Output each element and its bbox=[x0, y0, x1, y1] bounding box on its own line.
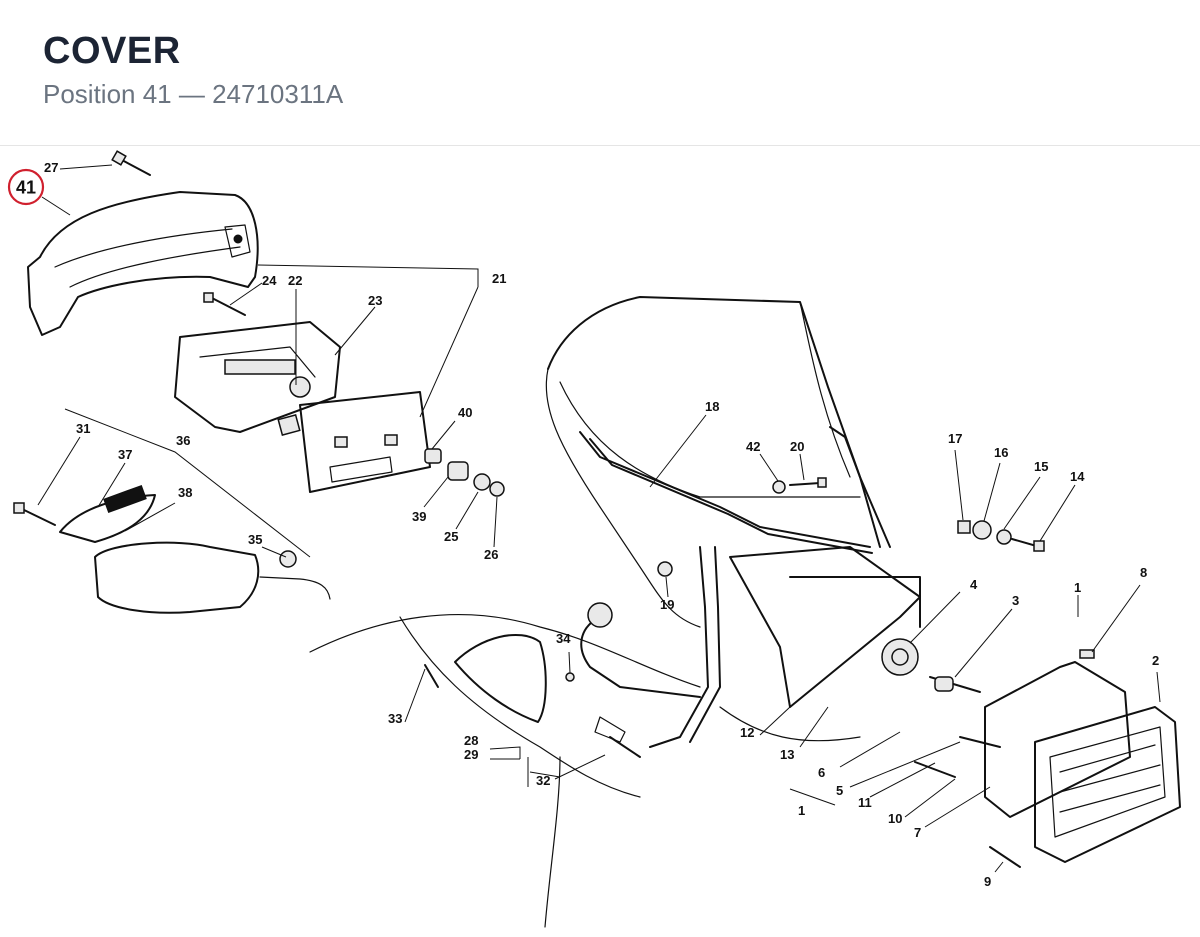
callout-16: 16 bbox=[994, 445, 1008, 460]
callout-22: 22 bbox=[288, 273, 302, 288]
bracket-21 bbox=[257, 264, 479, 418]
callout-36: 36 bbox=[176, 433, 190, 448]
page-subtitle: Position 41 — 24710311A bbox=[43, 79, 344, 109]
callout-28: 28 bbox=[464, 733, 478, 748]
callout-41-label: 41 bbox=[16, 178, 36, 198]
callout-39: 39 bbox=[412, 509, 426, 524]
callout-1-upper: 1 bbox=[1074, 580, 1081, 595]
turn-signal-assembly[interactable] bbox=[13, 408, 331, 614]
callout-8: 8 bbox=[1140, 565, 1147, 580]
callout-15: 15 bbox=[1034, 459, 1048, 474]
callout-5: 5 bbox=[836, 783, 843, 798]
callout-11: 11 bbox=[858, 795, 872, 810]
fairing-bracket-frame[interactable] bbox=[565, 426, 921, 748]
callout-27: 27 bbox=[44, 160, 58, 175]
callout-7: 7 bbox=[914, 825, 921, 840]
callout-26: 26 bbox=[484, 547, 498, 562]
callout-21: 21 bbox=[492, 271, 506, 286]
callout-23: 23 bbox=[368, 293, 382, 308]
screw-42-20[interactable] bbox=[772, 477, 827, 494]
page-header: COVER Position 41 — 24710311A bbox=[0, 0, 1200, 146]
screws-14-17[interactable] bbox=[957, 520, 1045, 552]
callout-41-highlight[interactable]: 41 bbox=[7, 168, 71, 216]
callout-31: 31 bbox=[76, 421, 90, 436]
callout-10: 10 bbox=[888, 811, 902, 826]
callout-32: 32 bbox=[536, 773, 550, 788]
callout-13: 13 bbox=[780, 747, 794, 762]
callout-20: 20 bbox=[790, 439, 804, 454]
callout-40: 40 bbox=[458, 405, 472, 420]
callout-labels: 27 24 22 23 21 40 31 37 36 38 39 25 26 3… bbox=[44, 160, 1159, 889]
part-41-cover[interactable] bbox=[27, 191, 259, 336]
callout-24: 24 bbox=[262, 273, 277, 288]
callout-17: 17 bbox=[948, 431, 962, 446]
exploded-parts-diagram: 41 bbox=[0, 147, 1200, 937]
callout-1-lower: 1 bbox=[798, 803, 805, 818]
callout-2: 2 bbox=[1152, 653, 1159, 668]
callout-34: 34 bbox=[556, 631, 571, 646]
callout-29: 29 bbox=[464, 747, 478, 762]
callout-4: 4 bbox=[970, 577, 978, 592]
callout-38: 38 bbox=[178, 485, 192, 500]
callout-19: 19 bbox=[660, 597, 674, 612]
callout-42: 42 bbox=[746, 439, 760, 454]
part-27-screw[interactable] bbox=[59, 150, 151, 176]
callout-3: 3 bbox=[1012, 593, 1019, 608]
callout-25: 25 bbox=[444, 529, 458, 544]
callout-14: 14 bbox=[1070, 469, 1085, 484]
callout-12: 12 bbox=[740, 725, 754, 740]
fairing-outline bbox=[309, 296, 891, 928]
callout-6: 6 bbox=[818, 765, 825, 780]
callout-35: 35 bbox=[248, 532, 262, 547]
page-title: COVER bbox=[43, 30, 181, 72]
headlight-assembly[interactable] bbox=[881, 638, 1181, 868]
lamp-lens-28-29[interactable] bbox=[424, 634, 641, 758]
leader-lines bbox=[37, 282, 1161, 873]
callout-18: 18 bbox=[705, 399, 719, 414]
tail-light-assembly[interactable] bbox=[174, 292, 431, 493]
small-fasteners-25-26-39-40[interactable] bbox=[334, 434, 505, 497]
callout-33: 33 bbox=[388, 711, 402, 726]
callout-37: 37 bbox=[118, 447, 132, 462]
callout-9: 9 bbox=[984, 874, 991, 889]
